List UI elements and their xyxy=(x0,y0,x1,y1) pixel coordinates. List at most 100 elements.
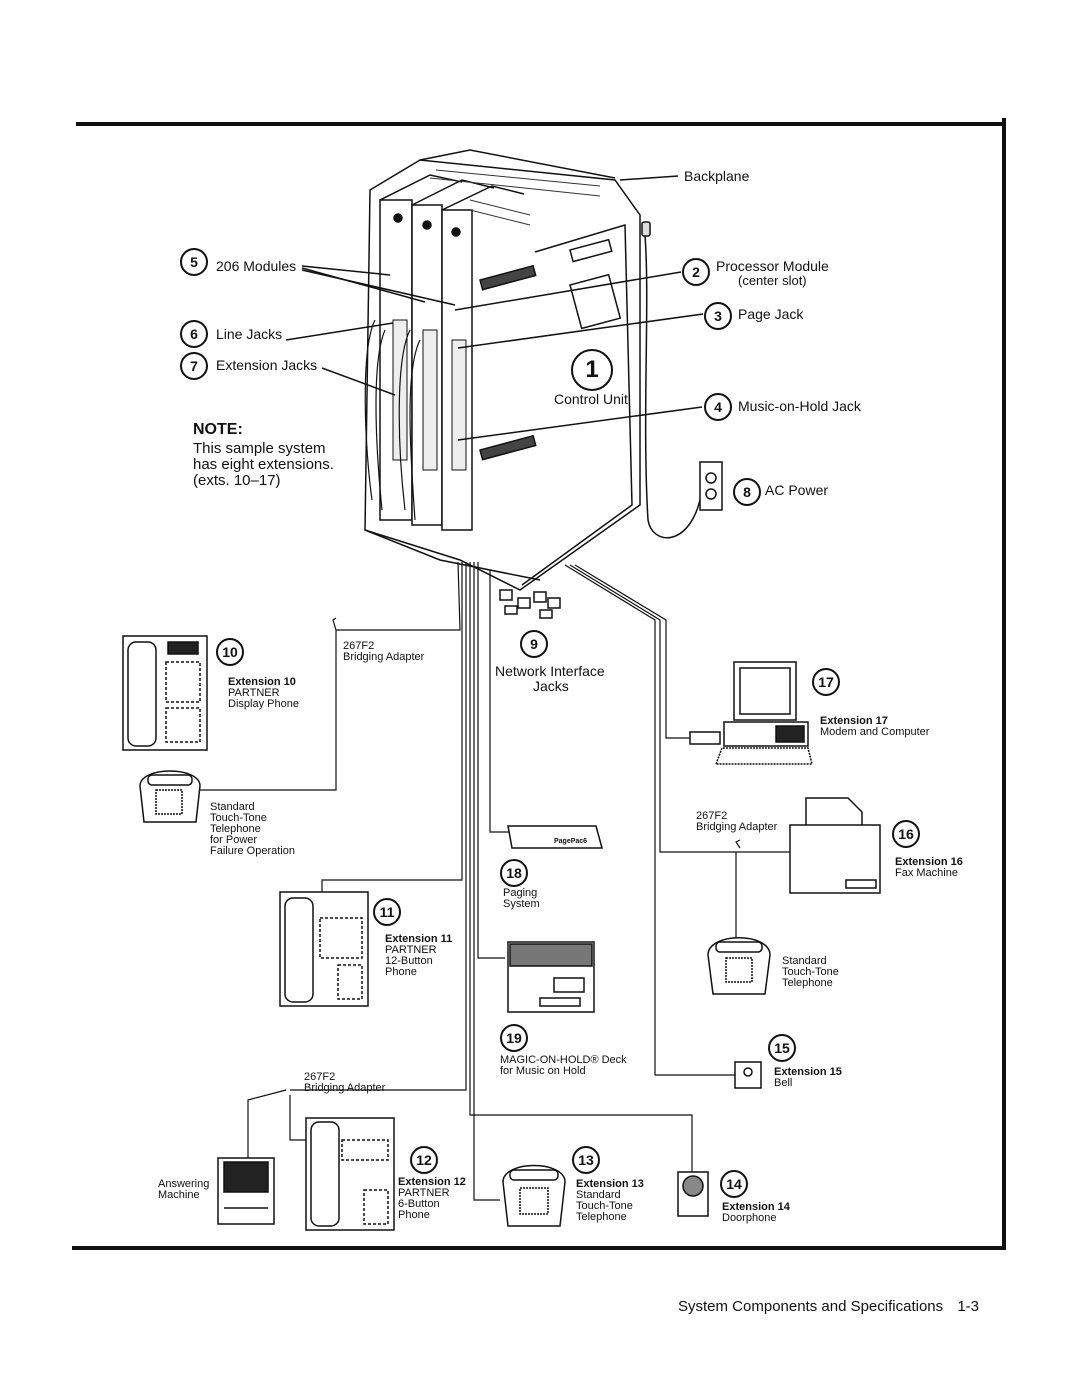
ext-12-line-2: PARTNER xyxy=(398,1187,450,1199)
callout-8-badge: 8 xyxy=(733,478,761,506)
standard-phone-power-fail xyxy=(139,770,201,823)
callout-6-badge: 6 xyxy=(180,320,208,348)
display-phone-10 xyxy=(122,635,208,751)
bridging-10-label: Bridging Adapter xyxy=(343,651,425,663)
power-cord xyxy=(644,235,713,539)
bridging-16-code: 267F2 xyxy=(696,810,728,822)
paging-system-18 xyxy=(507,825,603,849)
answering-line-1: Answering xyxy=(158,1178,210,1190)
ext-15-title: Extension 15 xyxy=(774,1066,842,1078)
ext-17-line-2: Modem and Computer xyxy=(820,726,930,738)
ext-13-title: Extension 13 xyxy=(576,1178,644,1190)
callout-7-badge: 7 xyxy=(180,352,208,380)
bridging-10-code: 267F2 xyxy=(343,640,375,652)
ext-13-badge: 13 xyxy=(572,1146,600,1174)
bridging-12-label: Bridging Adapter xyxy=(304,1082,386,1094)
moh-deck-19 xyxy=(507,941,595,1013)
phone-12-button-11 xyxy=(279,891,369,1007)
callout-2-label: Processor Module xyxy=(716,258,829,274)
moh-line-1: MAGIC-ON-HOLD® Deck xyxy=(500,1054,627,1066)
paging-badge: 18 xyxy=(500,859,528,887)
network-interface-jacks xyxy=(499,589,561,619)
note-title: NOTE: xyxy=(193,421,243,438)
ext-13-line-2: Standard xyxy=(576,1189,621,1201)
pf-phone-line-1: Standard xyxy=(210,801,255,813)
page-number: 1-3 xyxy=(957,1298,979,1315)
answering-machine xyxy=(217,1157,275,1225)
ext-11-line-3: 12-Button xyxy=(385,955,433,967)
ext-15-line-2: Bell xyxy=(774,1077,793,1089)
ext-13-line-3: Touch-Tone xyxy=(576,1200,633,1212)
callout-1-label: Control Unit xyxy=(554,391,628,407)
callout-5-label: 206 Modules xyxy=(216,258,297,274)
bell-15 xyxy=(734,1061,762,1089)
pf-phone-line-2: Touch-Tone xyxy=(210,812,267,824)
pf-phone-line-5: Failure Operation xyxy=(210,845,295,857)
callout-7-label: Extension Jacks xyxy=(216,357,318,373)
backplane-label: Backplane xyxy=(684,168,750,184)
callout-9-badge: 9 xyxy=(520,630,548,658)
pf-phone-line-3: Telephone xyxy=(210,823,261,835)
standard-phone-13 xyxy=(502,1164,566,1227)
std-phone-16-line-1: Standard xyxy=(782,955,827,967)
computer-17 xyxy=(689,661,813,765)
ext-11-line-2: PARTNER xyxy=(385,944,437,956)
note-line-3: (exts. 10–17) xyxy=(193,472,281,489)
ext-16-badge: 16 xyxy=(892,820,920,848)
paging-brand: PagePac6 xyxy=(554,838,588,845)
moh-badge: 19 xyxy=(500,1024,528,1052)
callout-3-label: Page Jack xyxy=(738,306,804,322)
callout-2-badge: 2 xyxy=(682,258,710,286)
note-line-1: This sample system xyxy=(193,440,326,457)
std-phone-16-line-3: Telephone xyxy=(782,977,833,989)
std-phone-16-line-2: Touch-Tone xyxy=(782,966,839,978)
phone-6-button-12 xyxy=(305,1117,395,1231)
ext-10-line-2: PARTNER xyxy=(228,687,280,699)
pf-phone-line-4: for Power xyxy=(210,834,258,846)
ext-16-title: Extension 16 xyxy=(895,856,963,868)
standard-phone-16 xyxy=(707,937,771,995)
callout-6-label: Line Jacks xyxy=(216,326,283,342)
ext-17-title: Extension 17 xyxy=(820,715,888,727)
paging-line-1: Paging xyxy=(503,887,538,899)
callout-4-badge: 4 xyxy=(704,393,732,421)
ext-13-line-4: Telephone xyxy=(576,1211,627,1223)
ext-17-badge: 17 xyxy=(812,668,840,696)
ext-15-badge: 15 xyxy=(768,1034,796,1062)
ext-10-title: Extension 10 xyxy=(228,676,296,688)
fax-machine-16 xyxy=(789,797,881,894)
ext-12-badge: 12 xyxy=(410,1146,438,1174)
callout-8-label: AC Power xyxy=(765,482,829,498)
doorphone-14 xyxy=(677,1171,709,1217)
answering-line-2: Machine xyxy=(158,1189,200,1201)
ext-11-badge: 11 xyxy=(373,898,401,926)
ext-14-title: Extension 14 xyxy=(722,1201,790,1213)
ext-11-line-4: Phone xyxy=(385,966,417,978)
callout-4-label: Music-on-Hold Jack xyxy=(738,398,861,414)
ext-14-line-2: Doorphone xyxy=(722,1212,777,1224)
ext-11-title: Extension 11 xyxy=(385,933,453,945)
ext-12-line-4: Phone xyxy=(398,1209,430,1221)
note-line-2: has eight extensions. xyxy=(193,456,334,473)
extension-wiring xyxy=(200,561,790,1201)
control-unit-cabinet xyxy=(364,149,651,591)
moh-line-2: for Music on Hold xyxy=(500,1065,586,1077)
footer-title: System Components and Specifications xyxy=(678,1298,944,1315)
ext-10-badge: 10 xyxy=(216,638,244,666)
ext-12-title: Extension 12 xyxy=(398,1176,466,1188)
ext-16-line-2: Fax Machine xyxy=(895,867,958,879)
ext-14-badge: 14 xyxy=(720,1170,748,1198)
callout-9-sub: Jacks xyxy=(533,678,569,694)
callout-5-badge: 5 xyxy=(180,248,208,276)
callout-9-label: Network Interface xyxy=(495,663,605,679)
bridging-12-code: 267F2 xyxy=(304,1071,336,1083)
page-footer: System Components and Specifications 1-3 xyxy=(678,1298,979,1315)
paging-line-2: System xyxy=(503,898,540,910)
callout-leaders xyxy=(285,265,704,441)
bridging-16-label: Bridging Adapter xyxy=(696,821,778,833)
ext-10-line-3: Display Phone xyxy=(228,698,299,710)
callout-2-sub: (center slot) xyxy=(738,273,807,288)
callout-3-badge: 3 xyxy=(704,302,732,330)
callout-1-badge: 1 xyxy=(571,349,613,391)
